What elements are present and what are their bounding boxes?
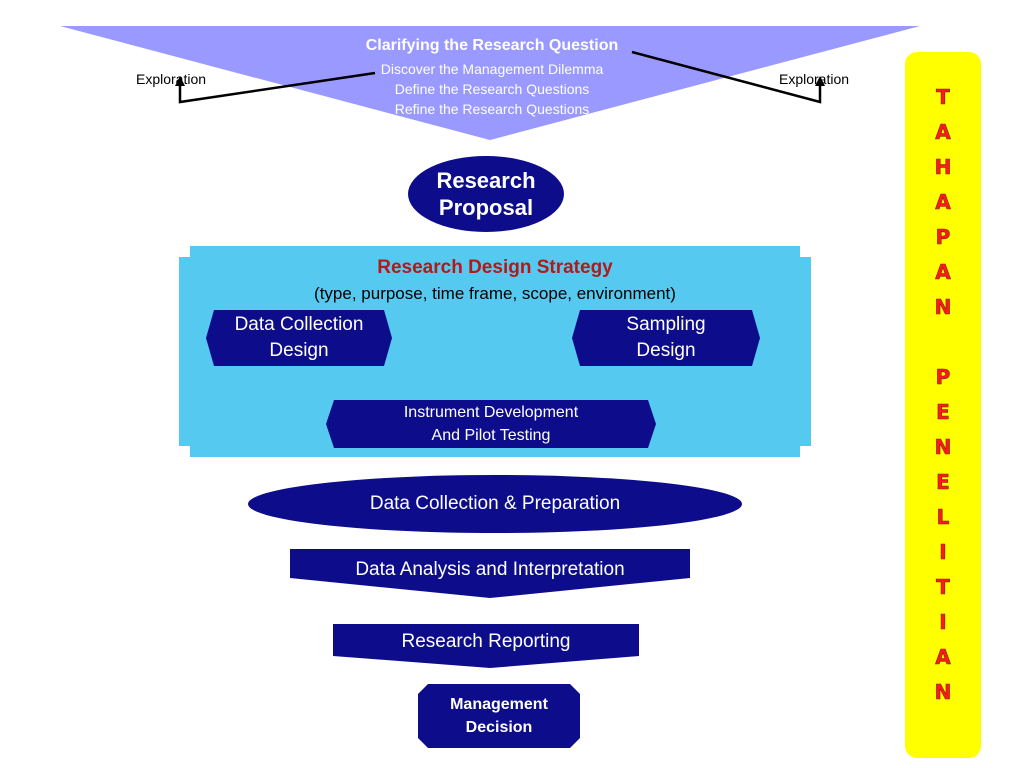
design-strategy-title: Research Design Strategy	[377, 257, 613, 278]
sampling-design-shape	[572, 310, 760, 366]
research-reporting-shape	[333, 624, 639, 668]
funnel-line-define: Define the Research Questions	[394, 81, 590, 97]
exploration-right-arrowhead	[815, 76, 825, 86]
data-analysis-shape	[290, 549, 690, 598]
side-letter: T	[936, 85, 950, 110]
data-collection-design-line1: Data Collection	[234, 314, 364, 335]
data-collection-preparation: Data Collection & Preparation	[248, 475, 742, 533]
research-proposal: Research Proposal	[408, 156, 564, 232]
side-letter-spacer	[905, 325, 981, 360]
research-proposal-line2: Proposal	[438, 195, 534, 220]
side-letter: A	[935, 260, 951, 285]
management-decision-shape	[418, 684, 580, 748]
side-letter: E	[936, 400, 950, 425]
design-strategy-subtitle: (type, purpose, time frame, scope, envir…	[314, 284, 676, 303]
side-letter: H	[934, 155, 952, 180]
sampling-design-line1: Sampling	[626, 314, 706, 335]
side-letter: E	[936, 470, 950, 495]
side-letter: P	[935, 225, 951, 250]
instrument-development: Instrument Development And Pilot Testing	[326, 400, 656, 448]
funnel-triangle	[60, 26, 920, 140]
research-reporting: Research Reporting	[401, 631, 571, 652]
side-letter: A	[935, 645, 951, 670]
funnel-title: Clarifying the Research Question	[365, 37, 619, 54]
exploration-left-connector	[178, 71, 376, 104]
funnel-line-discover: Discover the Management Dilemma	[380, 61, 604, 77]
side-letter: I	[939, 610, 947, 635]
data-collection-design: Data Collection Design	[206, 310, 392, 366]
data-collection-design-line2: Design	[269, 340, 329, 361]
side-letter: A	[935, 120, 951, 145]
side-letter: N	[934, 680, 952, 705]
exploration-label-right: Exploration	[779, 71, 850, 87]
side-letter: A	[935, 190, 951, 215]
sampling-design-line2: Design	[636, 340, 696, 361]
management-decision: Management Decision	[418, 684, 580, 748]
management-decision-line2: Decision	[465, 719, 533, 736]
side-letter: T	[936, 575, 950, 600]
tahapan-penelitian-banner	[905, 52, 981, 758]
side-letter: N	[934, 435, 952, 460]
side-letter: P	[935, 365, 951, 390]
data-collection-design-shape	[206, 310, 392, 366]
side-letter: L	[936, 505, 950, 530]
sampling-design: Sampling Design	[572, 310, 760, 366]
instrument-development-line2: And Pilot Testing	[431, 427, 551, 444]
management-decision-line1: Management	[450, 696, 548, 713]
data-analysis-interpretation: Data Analysis and Interpretation	[355, 559, 625, 580]
exploration-right-connector	[631, 50, 822, 104]
research-proposal-line1: Research	[436, 168, 536, 193]
exploration-label-left: Exploration	[136, 71, 207, 87]
tahapan-penelitian-text: T A H A P A N P E N E L I T I A N	[905, 80, 981, 710]
instrument-development-line1: Instrument Development	[403, 404, 579, 421]
instrument-development-shape	[326, 400, 656, 448]
funnel-line-refine: Refine the Research Questions	[394, 101, 590, 117]
side-letter: I	[939, 540, 947, 565]
side-letter: N	[934, 295, 952, 320]
exploration-left-arrowhead	[175, 76, 185, 86]
